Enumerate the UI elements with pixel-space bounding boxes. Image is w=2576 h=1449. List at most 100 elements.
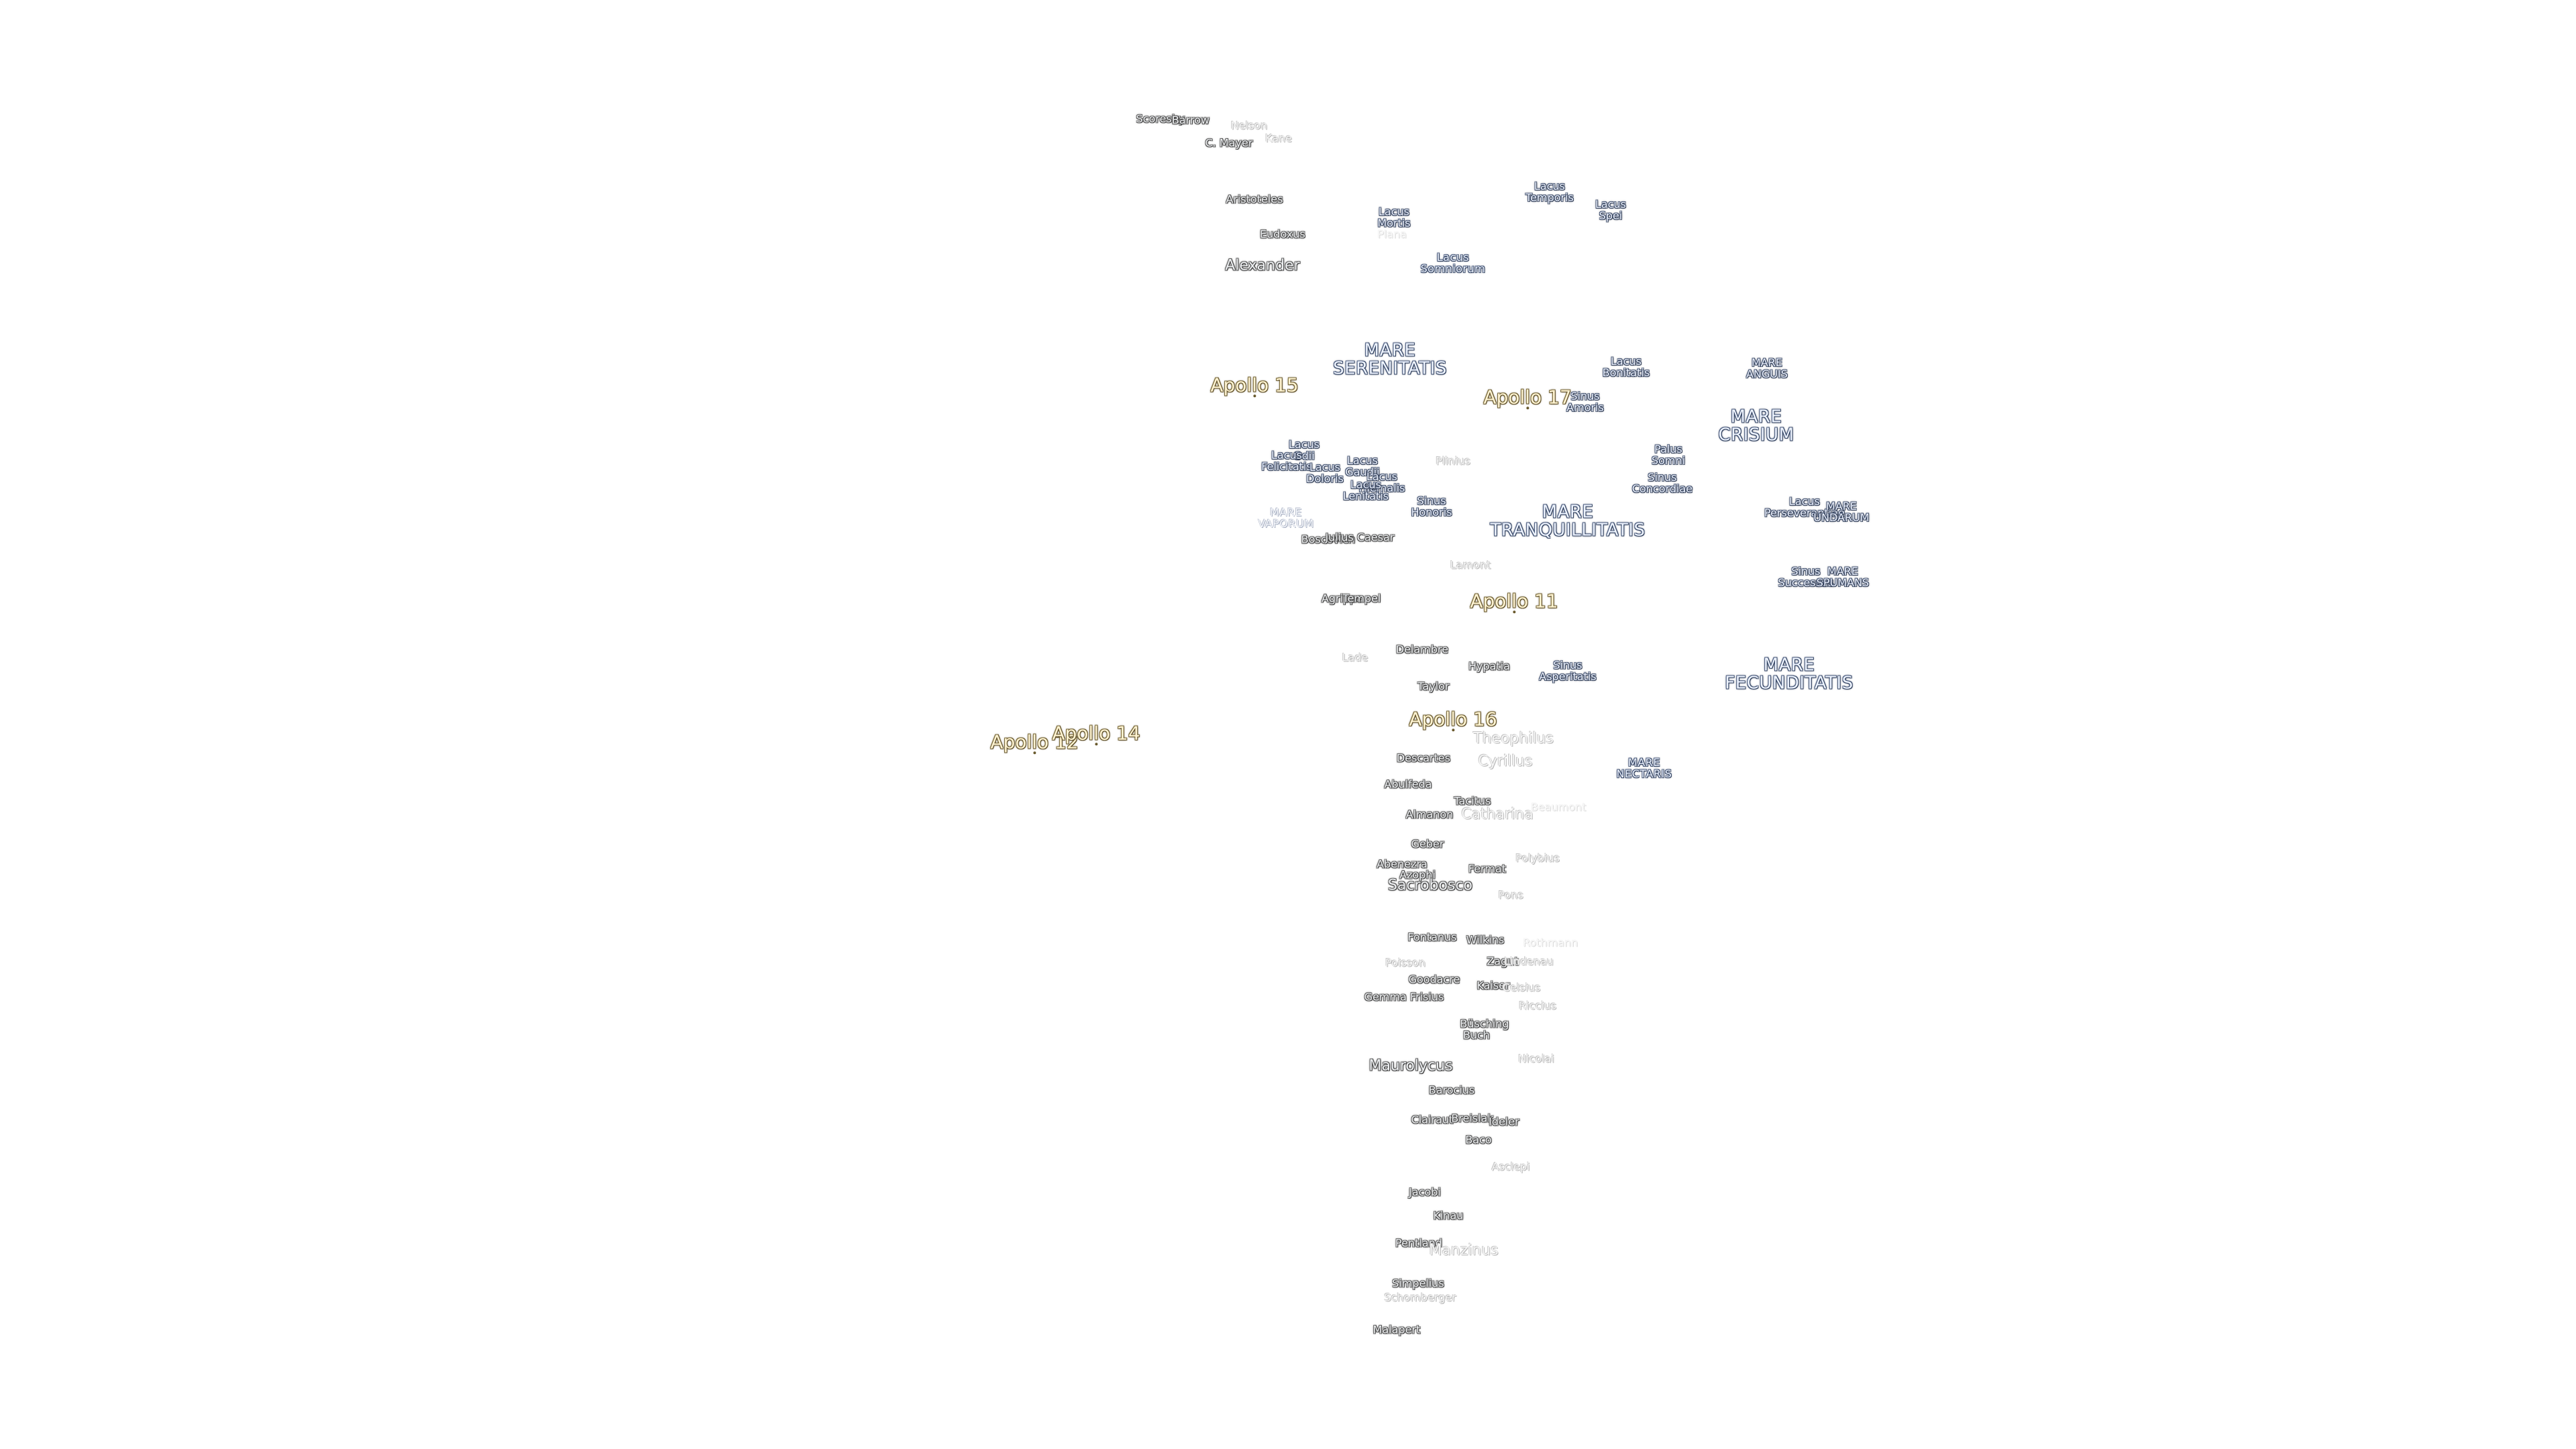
label-azophi: Azophi bbox=[1399, 868, 1436, 881]
label-alexander: Alexander bbox=[1225, 257, 1300, 274]
label-lacus-felicitatis: Lacus Felicitatis bbox=[1261, 449, 1312, 473]
label-descartes: Descartes bbox=[1396, 751, 1451, 765]
label-fontanus: Fontanus bbox=[1407, 930, 1457, 944]
label-lacus-lenitatis: Lacus Lenitatis bbox=[1342, 478, 1389, 502]
label-rothmann: Rothmann bbox=[1522, 936, 1578, 949]
label-catharina: Catharina bbox=[1461, 806, 1534, 823]
label-abenezra: Abenezra bbox=[1377, 857, 1428, 871]
label-schomberger: Schomberger bbox=[1384, 1291, 1456, 1304]
label-julius-caesar: Julius Caesar bbox=[1325, 531, 1395, 544]
label-gemma-frisius: Gemma Frisius bbox=[1364, 990, 1444, 1004]
label-mare-fecunditatis: MARE FECUNDITATIS bbox=[1725, 655, 1854, 694]
label-poisson: Poisson bbox=[1385, 956, 1426, 969]
label-eudoxus: Eudoxus bbox=[1260, 227, 1305, 241]
label-cyrillus: Cyrillus bbox=[1478, 753, 1533, 770]
label-plinius: Plinius bbox=[1436, 454, 1470, 468]
label-lacus-doloris: Lacus Doloris bbox=[1306, 461, 1344, 485]
label-apollo-17: Apollo 17 bbox=[1483, 387, 1572, 410]
label-lacus-odii: Lacus Odii bbox=[1289, 438, 1320, 462]
label-apollo-15: Apollo 15 bbox=[1210, 375, 1299, 398]
label-sinus-successus: Sinus Successus bbox=[1778, 565, 1834, 589]
label-delambre: Delambre bbox=[1395, 643, 1449, 656]
label-polybius: Polybius bbox=[1515, 851, 1560, 865]
label-apollo-16: Apollo 16 bbox=[1409, 709, 1497, 732]
label-cmayer: C. Mayer bbox=[1205, 136, 1253, 150]
label-beaumont: Beaumont bbox=[1530, 800, 1587, 814]
label-scoresby: Scoresby bbox=[1136, 112, 1185, 125]
label-boscovich: Boscovich bbox=[1301, 533, 1356, 546]
label-abulfeda: Abulfeda bbox=[1384, 777, 1432, 791]
label-plana: Plana bbox=[1377, 227, 1407, 241]
label-aristoteles: Aristoteles bbox=[1226, 193, 1283, 206]
label-baco: Baco bbox=[1465, 1133, 1492, 1146]
label-lacus-perseverantiae: Lacus Perseverantiae bbox=[1764, 495, 1845, 519]
label-almanon: Almanon bbox=[1405, 808, 1454, 821]
label-mare-undarum: MARE UNDARUM bbox=[1813, 500, 1870, 524]
label-mare-vaporum: MARE VAPORUM bbox=[1258, 506, 1314, 530]
label-mare-spumans: MARE SPUMANS bbox=[1816, 565, 1870, 589]
label-taylor: Taylor bbox=[1417, 680, 1450, 693]
label-clairaut: Clairaut bbox=[1411, 1113, 1454, 1126]
label-kaiser: Kaiser bbox=[1477, 979, 1510, 992]
label-barocius: Barocius bbox=[1428, 1083, 1475, 1097]
label-nicolai: Nicolai bbox=[1518, 1052, 1554, 1065]
label-mare-crisium: MARE CRISIUM bbox=[1718, 407, 1794, 445]
label-celsius: Celsius bbox=[1502, 981, 1541, 994]
landing-site-marker bbox=[1253, 394, 1256, 398]
label-pentland: Pentland bbox=[1395, 1236, 1442, 1250]
label-goodacre: Goodacre bbox=[1408, 973, 1460, 986]
label-fermat: Fermat bbox=[1468, 862, 1507, 875]
landing-site-marker bbox=[1033, 751, 1036, 755]
label-mare-tranquillitatis: MARE TRANQUILLITATIS bbox=[1490, 502, 1646, 541]
label-kinau: Kinau bbox=[1433, 1209, 1464, 1222]
label-lade: Lade bbox=[1342, 651, 1368, 664]
label-zagut: Zagut bbox=[1487, 955, 1519, 968]
label-palus-somni: Palus Somni bbox=[1651, 443, 1686, 467]
landing-site-marker bbox=[1526, 407, 1529, 410]
label-tempel: Tempel bbox=[1342, 592, 1381, 605]
label-mare-serenitatis: MARE SERENITATIS bbox=[1333, 340, 1447, 379]
label-sinus-concordiae: Sinus Concordiae bbox=[1631, 471, 1693, 495]
label-mare-anguis: MARE ANGUIS bbox=[1746, 356, 1788, 380]
label-lacus-spei: Lacus Spei bbox=[1595, 198, 1626, 222]
label-lacus-somniorum: Lacus Somniorum bbox=[1420, 251, 1486, 275]
label-lindenau: Lindenau bbox=[1504, 955, 1554, 968]
label-pons: Pons bbox=[1498, 888, 1523, 902]
landing-site-marker bbox=[1513, 610, 1515, 614]
label-lacus-gaudii: Lacus Gaudii bbox=[1345, 454, 1380, 478]
label-mare-nectaris: MARE NECTARIS bbox=[1616, 756, 1672, 780]
label-apollo-12: Apollo 12 bbox=[990, 732, 1079, 755]
label-sinus-asperitatis: Sinus Asperitatis bbox=[1539, 659, 1597, 683]
landing-site-marker bbox=[1452, 729, 1454, 732]
label-manzinus: Manzinus bbox=[1429, 1242, 1499, 1259]
label-malapert: Malapert bbox=[1373, 1323, 1421, 1336]
label-barrow: Barrow bbox=[1171, 113, 1210, 127]
label-lacus-temporis: Lacus Temporis bbox=[1525, 180, 1574, 204]
label-breislak: Breislak bbox=[1451, 1112, 1494, 1125]
label-agrippa: Agrippa bbox=[1321, 592, 1364, 605]
label-apollo-11: Apollo 11 bbox=[1470, 591, 1558, 614]
label-sinus-honoris: Sinus Honoris bbox=[1411, 494, 1452, 519]
label-theophilus: Theophilus bbox=[1473, 730, 1554, 747]
label-tacitus: Tacitus bbox=[1454, 794, 1491, 808]
landing-site-marker bbox=[1095, 743, 1097, 746]
label-simpelius: Simpelius bbox=[1392, 1277, 1444, 1290]
label-buch: Buch bbox=[1462, 1028, 1491, 1042]
label-sinus-amoris: Sinus Amoris bbox=[1566, 390, 1604, 414]
label-jacobi: Jacobi bbox=[1409, 1185, 1441, 1199]
label-sacrobosco: Sacrobosco bbox=[1387, 877, 1473, 894]
label-apollo-14: Apollo 14 bbox=[1052, 723, 1140, 746]
label-lacus-bonitatis: Lacus Bonitatis bbox=[1602, 355, 1650, 379]
label-nelson: Nelson bbox=[1230, 119, 1268, 132]
label-ideler: Ideler bbox=[1489, 1115, 1519, 1128]
label-kane: Kane bbox=[1265, 131, 1292, 145]
label-hypatia: Hypatia bbox=[1468, 659, 1510, 673]
label-lacus-hiemalis: Lacus Hiemalis bbox=[1358, 470, 1405, 494]
label-busching: Büsching bbox=[1460, 1017, 1509, 1030]
label-wilkins: Wilkins bbox=[1466, 933, 1505, 947]
label-asclepi: Asclepi bbox=[1491, 1160, 1530, 1173]
label-lacus-mortis: Lacus Mortis bbox=[1377, 205, 1411, 229]
label-maurolycus: Maurolycus bbox=[1368, 1057, 1453, 1075]
label-geber: Geber bbox=[1411, 837, 1444, 851]
